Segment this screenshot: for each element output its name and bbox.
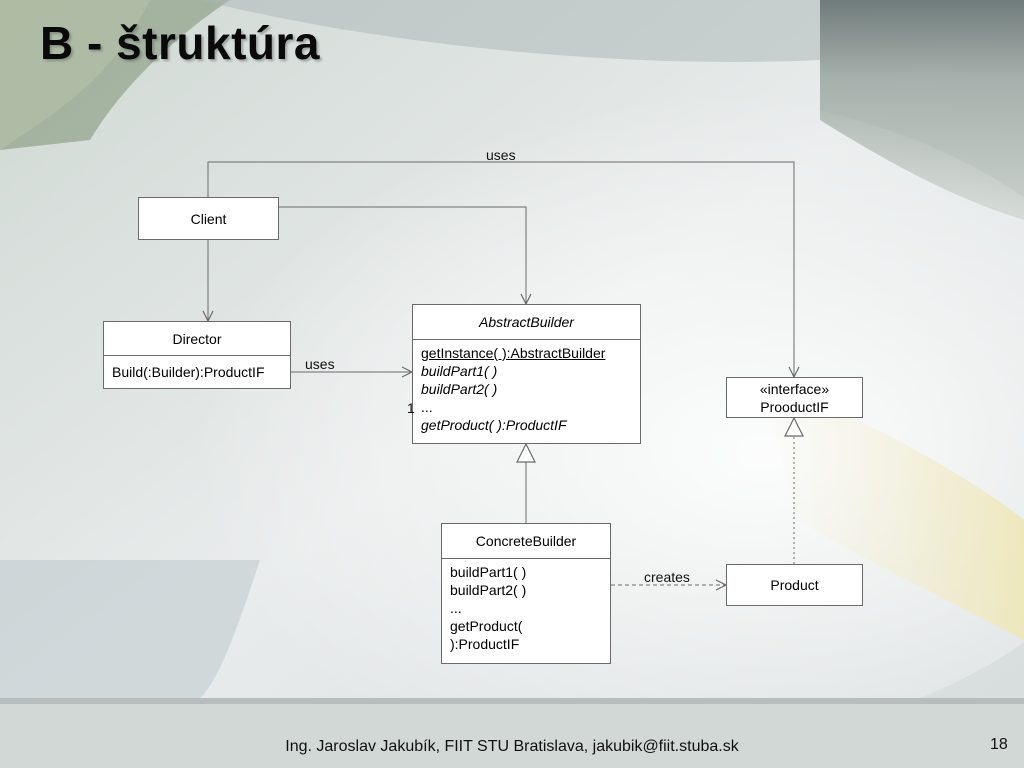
uses-label-director: uses — [305, 356, 335, 372]
concretebuilder-operation: buildPart2( ) — [450, 582, 527, 598]
concretebuilder-operation: ... — [450, 600, 462, 616]
multiplicity-label: 1 — [407, 400, 415, 416]
abstractbuilder-operation: buildPart1( ) — [421, 363, 498, 379]
uses-label-top: uses — [486, 147, 516, 163]
slide-title: B - štruktúra — [40, 17, 320, 69]
client-class: Client — [138, 197, 279, 240]
concretebuilder-operation: getProduct( — [450, 618, 523, 634]
director-class: Director Build(:Builder):ProductIF — [103, 321, 291, 389]
client-uses-interface-connector — [207, 161, 794, 377]
product-class: Product — [726, 564, 863, 606]
client-abstractbuilder-connector — [279, 206, 526, 304]
abstractbuilder-operations: getInstance( ):AbstractBuilder buildPart… — [413, 340, 640, 438]
productif-name: ProoductIF — [760, 399, 829, 415]
director-operations: Build(:Builder):ProductIF — [104, 356, 290, 385]
abstractbuilder-operation: ... — [421, 399, 433, 415]
director-class-name: Director — [104, 322, 290, 356]
concretebuilder-operation: buildPart1( ) — [450, 564, 527, 580]
abstractbuilder-class-name: AbstractBuilder — [413, 305, 640, 340]
abstractbuilder-operation: buildPart2( ) — [421, 381, 498, 397]
abstractbuilder-operation: getInstance( ):AbstractBuilder — [421, 345, 606, 361]
page-number: 18 — [990, 736, 1008, 753]
productif-stereotype: «interface» — [759, 381, 830, 397]
abstractbuilder-class: AbstractBuilder getInstance( ):AbstractB… — [412, 304, 641, 444]
productif-interface: «interface» ProoductIF — [726, 377, 863, 418]
creates-label: creates — [644, 569, 690, 585]
concretebuilder-class: ConcreteBuilder buildPart1( ) buildPart2… — [441, 523, 611, 664]
concretebuilder-class-name: ConcreteBuilder — [442, 524, 610, 559]
concretebuilder-operations: buildPart1( ) buildPart2( ) ... getProdu… — [442, 559, 610, 657]
concretebuilder-operation: ):ProductIF — [450, 636, 520, 652]
director-operation: Build(:Builder):ProductIF — [112, 364, 265, 380]
client-class-name: Client — [190, 210, 227, 227]
product-class-name: Product — [770, 577, 819, 593]
slide-footer: Ing. Jaroslav Jakubík, FIIT STU Bratisla… — [285, 738, 739, 755]
abstractbuilder-operation: getProduct( ):ProductIF — [421, 417, 567, 433]
